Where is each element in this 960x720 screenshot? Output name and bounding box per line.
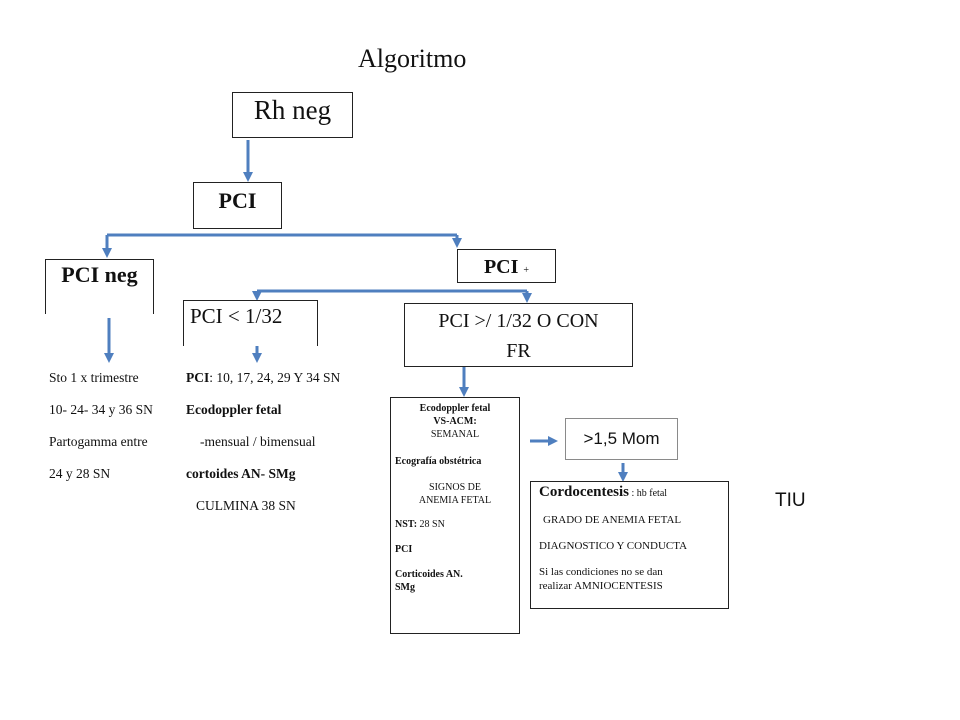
lt-list-item-corticoids: cortoides AN- SMg: [186, 458, 386, 490]
cordo-title-note: : hb fetal: [629, 488, 668, 499]
cordocentesis-box: Cordocentesis : hb fetal GRADO DE ANEMIA…: [530, 481, 729, 609]
cordo-title: Cordocentesis: [539, 484, 629, 500]
neg-list-item: 10- 24- 34 y 36 SN: [49, 402, 153, 417]
neg-list-item: 24 y 28 SN: [49, 466, 111, 481]
mom-label: >1,5 Mom: [583, 429, 660, 448]
pci-label: PCI: [218, 188, 257, 213]
rh-neg-box: Rh neg: [232, 92, 353, 138]
pci-lt-box: PCI < 1/32: [183, 300, 318, 346]
pci-pos-box: PCI +: [457, 249, 556, 283]
eco-nst-rest: 28 SN: [417, 519, 445, 530]
tiu-label: TIU: [775, 490, 806, 511]
cordo-line-diagnostico: DIAGNOSTICO Y CONDUCTA: [539, 540, 688, 552]
eco-line-anemia: ANEMIA FETAL: [418, 495, 492, 506]
pci-box: PCI: [193, 182, 282, 229]
cordo-line-condiciones: Si las condiciones no se dan: [539, 566, 663, 578]
lt-list-item-ecodoppler: Ecodoppler fetal: [186, 394, 386, 426]
pci-lt-label: PCI < 1/32: [190, 304, 283, 328]
eco-line-corticoides: Corticoides AN.: [395, 569, 463, 580]
pci-pos-sign: +: [523, 265, 530, 276]
neg-list-item: Partogamma entre: [49, 434, 148, 449]
pci-ge-box: PCI >/ 1/32 O CON FR: [404, 303, 633, 367]
pci-ge-line1: PCI >/ 1/32 O CON: [438, 310, 599, 332]
pci-neg-label: PCI neg: [61, 262, 138, 287]
cordo-line-grado: GRADO DE ANEMIA FETAL: [543, 514, 682, 526]
eco-line-vsacm: VS-ACM:: [433, 416, 477, 427]
eco-line-signos: SIGNOS DE: [429, 482, 481, 493]
lt-corticoids-label: cortoides AN- SMg: [186, 466, 296, 481]
pci-neg-box: PCI neg: [45, 259, 154, 314]
eco-line-semanal: SEMANAL: [430, 429, 480, 440]
cordo-title-line: Cordocentesis : hb fetal: [539, 485, 720, 501]
pci-ge-line2: FR: [506, 340, 531, 362]
lt-pci-weeks: : 10, 17, 24, 29 Y 34 SN: [209, 370, 341, 385]
eco-line-pci: PCI: [395, 544, 413, 555]
lt-list-item-pci: PCI: 10, 17, 24, 29 Y 34 SN: [186, 362, 386, 394]
cordo-line-amniocentesis: realizar AMNIOCENTESIS: [539, 580, 663, 592]
eco-line-ecografia: Ecografía obstétrica: [395, 456, 482, 467]
lt-list-item-frequency: -mensual / bimensual: [200, 434, 316, 449]
pci-neg-list: Sto 1 x trimestre 10- 24- 34 y 36 SN Par…: [49, 362, 189, 490]
page-title: Algoritmo: [358, 44, 467, 73]
ecodoppler-box: Ecodoppler fetal VS-ACM: SEMANAL Ecograf…: [390, 397, 520, 634]
eco-line-smg: SMg: [395, 582, 415, 593]
neg-list-item: Sto 1 x trimestre: [49, 370, 139, 385]
eco-nst-bold: NST:: [395, 519, 418, 530]
pci-pos-label: PCI: [483, 256, 519, 278]
rh-neg-label: Rh neg: [253, 95, 332, 125]
lt-ecodoppler-label: Ecodoppler fetal: [186, 402, 282, 417]
eco-line-nst: NST: 28 SN: [395, 518, 515, 531]
lt-list-item-culmina: CULMINA 38 SN: [196, 498, 296, 513]
eco-line-ecodoppler: Ecodoppler fetal: [419, 403, 491, 414]
mom-box: >1,5 Mom: [565, 418, 678, 460]
pci-lt-list: PCI: 10, 17, 24, 29 Y 34 SN Ecodoppler f…: [186, 362, 386, 522]
lt-pci-bold: PCI: [186, 370, 210, 385]
